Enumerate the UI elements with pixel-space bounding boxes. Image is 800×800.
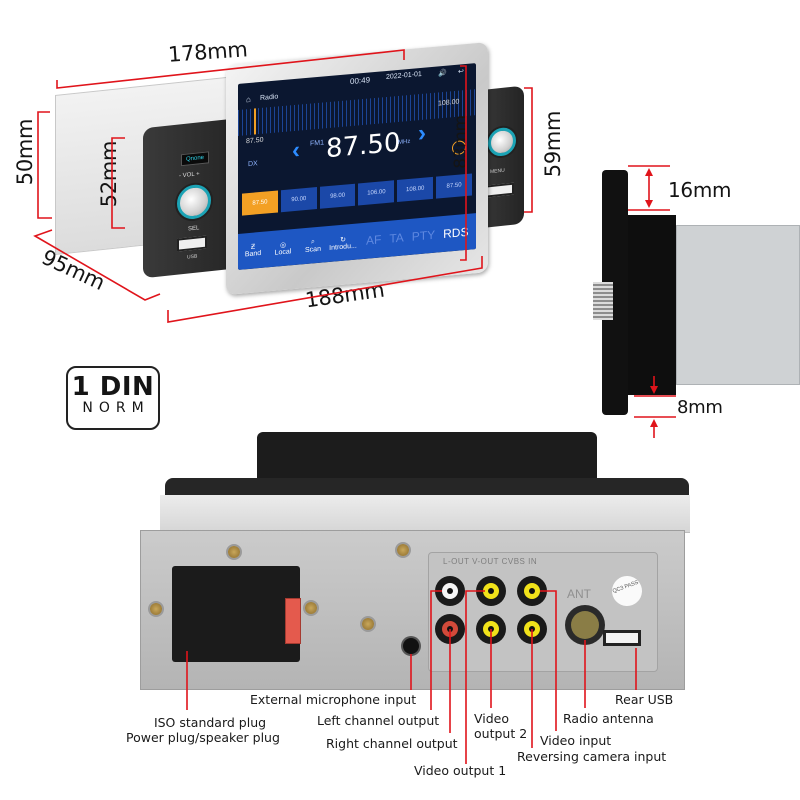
callout-iso-line1: ISO standard plug	[153, 715, 267, 730]
dim-line-height	[37, 111, 52, 219]
preset-list: 87.50 90.00 98.00 106.00 108.00 87.50	[242, 173, 472, 216]
rear-screen-back	[257, 432, 597, 480]
io-panel	[428, 552, 658, 672]
callout-iso-line2: Power plug/speaker plug	[126, 730, 280, 745]
rca-right-out[interactable]	[435, 614, 465, 644]
antenna-socket[interactable]	[565, 605, 605, 645]
dim-bottom-offset-label: 8mm	[677, 397, 723, 418]
menu-label: MENU	[490, 167, 505, 176]
pty-button[interactable]: PTY	[411, 227, 436, 244]
tuner-min: 87.50	[246, 136, 264, 146]
vol-label: - VOL +	[179, 171, 200, 180]
dim-outer-height-label: 59mm	[541, 110, 566, 178]
preset-button[interactable]: 87.50	[436, 173, 472, 199]
callout-antenna: Radio antenna	[563, 711, 654, 726]
rca-video-in[interactable]	[517, 576, 547, 606]
usb-label: USB	[187, 253, 198, 261]
ta-button[interactable]: TA	[389, 230, 404, 246]
dim-inner-height-label: 52mm	[97, 140, 122, 208]
din-badge-line1: 1 DIN	[71, 372, 155, 402]
intro-button[interactable]: ↻Introdu...	[328, 234, 358, 252]
rear-bezel	[165, 478, 689, 500]
arrowhead	[645, 168, 653, 176]
rca-left-out[interactable]	[435, 576, 465, 606]
sel-label: SEL	[188, 225, 200, 233]
screw	[150, 603, 162, 615]
io-legend: L-OUT V-OUT CVBS IN	[443, 557, 538, 566]
intro-label-text: Introdu...	[329, 242, 357, 252]
dim-top-offset-label: 16mm	[668, 178, 732, 202]
front-usb-port[interactable]	[177, 235, 207, 252]
callout-video-in: Video input	[540, 733, 612, 748]
callout-rear-usb: Rear USB	[615, 692, 674, 707]
callout-video-out-1: Video output 1	[414, 763, 507, 778]
callout-left-out: Left channel output	[317, 713, 440, 728]
current-frequency: 87.50	[326, 127, 401, 165]
front-usb-port-right[interactable]	[486, 182, 514, 198]
band-label-text: Band	[244, 249, 262, 259]
antenna-label: ANT	[567, 587, 591, 601]
din-norm-badge: 1 DIN NORM	[66, 366, 160, 430]
side-body	[628, 215, 676, 395]
local-button[interactable]: ◎Local	[268, 239, 298, 257]
volume-knob[interactable]	[177, 183, 211, 221]
touch-screen[interactable]: ⌂ Radio 00:49 2022-01-01 🔊 ↩ 87.50 108.0…	[238, 63, 476, 270]
screw	[397, 544, 409, 556]
rca-video-out-2[interactable]	[476, 576, 506, 606]
app-title: Radio	[260, 93, 279, 103]
callout-video-out-2-line2: output 2	[474, 726, 528, 741]
menu-knob[interactable]	[488, 126, 516, 158]
volume-icon[interactable]: 🔊	[438, 69, 447, 78]
dim-length-label: 178mm	[167, 37, 249, 67]
mic-jack[interactable]	[403, 638, 419, 654]
dim-screen-height-label: 83mm	[450, 115, 471, 169]
rca-video-out-1[interactable]	[476, 614, 506, 644]
callout-video-out-2-line1: Video	[474, 711, 510, 726]
side-knob	[593, 282, 613, 320]
screen-frame: ⌂ Radio 00:49 2022-01-01 🔊 ↩ 87.50 108.0…	[226, 42, 488, 295]
freq-unit: MHz	[398, 138, 411, 146]
dim-height-label: 50mm	[13, 118, 38, 186]
back-icon[interactable]: ↩	[458, 68, 464, 76]
mode-label: DX	[248, 160, 258, 169]
preset-button[interactable]: 98.00	[319, 183, 356, 209]
seek-forward-icon[interactable]: ›	[418, 119, 426, 148]
iso-connector[interactable]	[172, 566, 300, 662]
callout-reverse-cam: Reversing camera input	[517, 749, 667, 764]
clock: 00:49	[350, 75, 371, 87]
tuner-needle[interactable]	[254, 108, 256, 135]
preset-button[interactable]: 106.00	[358, 180, 395, 206]
callout-right-out: Right channel output	[326, 736, 458, 751]
screw	[362, 618, 374, 630]
callout-mic: External microphone input	[250, 692, 417, 707]
side-chassis	[676, 225, 800, 385]
home-icon[interactable]: ⌂	[246, 94, 251, 105]
left-display: Qnone	[181, 151, 209, 167]
preset-button[interactable]: 90.00	[280, 187, 317, 213]
seek-back-icon[interactable]: ‹	[292, 136, 300, 165]
preset-button[interactable]: 87.50	[242, 190, 278, 216]
callout-video-out-2: Video output 2	[474, 711, 527, 741]
arrowhead	[650, 419, 658, 427]
callout-iso: ISO standard plug Power plug/speaker plu…	[126, 715, 280, 745]
preset-button[interactable]: 108.00	[397, 176, 434, 203]
rear-top-chassis	[160, 495, 690, 533]
band-label: FM1	[310, 139, 324, 148]
rds-button[interactable]: RDS	[443, 224, 469, 242]
screw	[228, 546, 240, 558]
screw	[305, 602, 317, 614]
rca-reverse-cam[interactable]	[517, 614, 547, 644]
arrowhead	[645, 200, 653, 208]
dim-line-outer-height	[524, 87, 533, 213]
date: 2022-01-01	[386, 70, 422, 82]
scan-button[interactable]: ⌕Scan	[298, 237, 328, 255]
rear-usb-port[interactable]	[603, 630, 641, 646]
din-badge-line2: NORM	[82, 400, 150, 416]
scan-label-text: Scan	[305, 245, 321, 254]
af-button[interactable]: AF	[366, 232, 382, 248]
local-label-text: Local	[274, 247, 292, 257]
fuse	[285, 598, 301, 644]
